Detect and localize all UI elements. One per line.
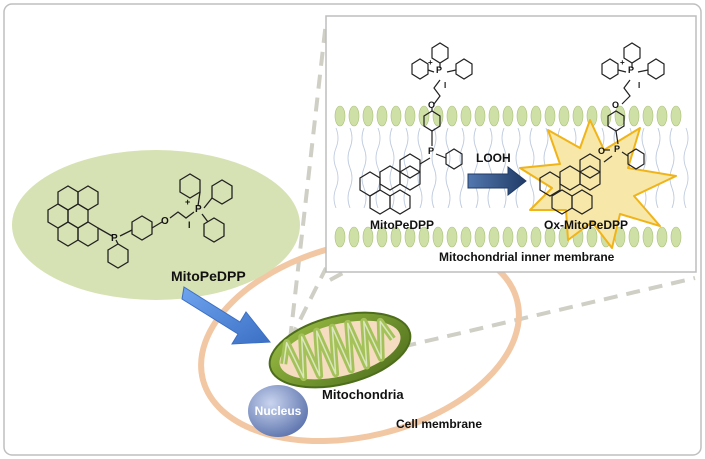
compound-label-left: MitoPeDPP: [171, 268, 246, 284]
inset-compound-label-right: Ox-MitoPeDPP: [544, 218, 628, 232]
lipid-head: [670, 226, 682, 248]
lipid-head: [628, 226, 640, 248]
charge-plus-left: +: [185, 197, 190, 207]
lipid-head: [544, 226, 556, 248]
lipid-head: [432, 226, 444, 248]
lipid-head: [488, 105, 500, 127]
nucleus-label: Nucleus: [255, 404, 302, 418]
lipid-head: [362, 105, 374, 127]
inset-atom-o-1: O: [428, 100, 435, 110]
inset-atom-p-4: P: [614, 144, 620, 154]
lipid-head: [656, 226, 668, 248]
lipid-head: [446, 226, 458, 248]
inset-atom-p-1: P: [436, 65, 442, 75]
lipid-head: [334, 105, 346, 127]
lipid-head: [530, 105, 542, 127]
inset-ox-mitopedpp-structure: [539, 42, 665, 215]
inset-atom-p-2: P: [428, 146, 434, 156]
lipid-head: [572, 105, 584, 127]
inset-charge-plus-2: +: [620, 58, 625, 67]
lipid-head: [502, 226, 514, 248]
lipid-head: [656, 105, 668, 127]
inset-iodide-1: I: [444, 81, 446, 90]
lipid-head: [404, 105, 416, 127]
lipid-head: [544, 105, 556, 127]
lipid-head: [348, 226, 360, 248]
inset-charge-plus-1: +: [428, 58, 433, 67]
inset-atom-o-3: O: [598, 146, 605, 156]
iodide-left: I: [188, 220, 191, 230]
inset-iodide-2: I: [638, 81, 640, 90]
inset-atom-o-2: O: [612, 100, 619, 110]
lipid-heads-bottom: [334, 226, 682, 248]
lipid-head: [446, 105, 458, 127]
lipid-head: [404, 226, 416, 248]
mitopedpp-structure: [47, 173, 233, 269]
atom-o-left: O: [161, 216, 169, 227]
cell-membrane-label: Cell membrane: [396, 417, 482, 431]
inset-compound-label-left: MitoPeDPP: [370, 218, 434, 232]
lipid-head: [670, 105, 682, 127]
lipid-head: [516, 226, 528, 248]
lipid-head: [586, 226, 598, 248]
lipid-head: [642, 105, 654, 127]
lipid-head: [600, 105, 612, 127]
lipid-head: [376, 226, 388, 248]
mitochondrion: [268, 311, 412, 389]
membrane-label: Mitochondrial inner membrane: [439, 250, 615, 264]
lipid-head: [418, 226, 430, 248]
oxidation-arrow: [467, 165, 527, 197]
lipid-head: [334, 226, 346, 248]
lipid-head: [516, 105, 528, 127]
atom-p-left-2: P: [195, 204, 202, 215]
inset-mitopedpp-structure: [359, 42, 473, 215]
uptake-arrow: [181, 286, 271, 345]
lipid-head: [614, 105, 626, 127]
reagent-label: LOOH: [476, 151, 511, 165]
lipid-head: [558, 105, 570, 127]
lipid-head: [502, 105, 514, 127]
fluorescence-burst: [519, 119, 677, 249]
lipid-head: [628, 105, 640, 127]
lipid-head: [390, 226, 402, 248]
lipid-head: [474, 226, 486, 248]
lipid-head: [642, 226, 654, 248]
lipid-head: [460, 226, 472, 248]
lipid-head: [474, 105, 486, 127]
nucleus: Nucleus: [248, 385, 308, 437]
lipid-head: [376, 105, 388, 127]
lipid-head: [390, 105, 402, 127]
lipid-head: [362, 226, 374, 248]
atom-p-left-1: P: [111, 233, 118, 244]
lipid-head: [348, 105, 360, 127]
lipid-head: [488, 226, 500, 248]
inset-atom-p-3: P: [628, 65, 634, 75]
lipid-head: [460, 105, 472, 127]
mitochondria-label: Mitochondria: [322, 387, 404, 402]
lipid-head: [530, 226, 542, 248]
